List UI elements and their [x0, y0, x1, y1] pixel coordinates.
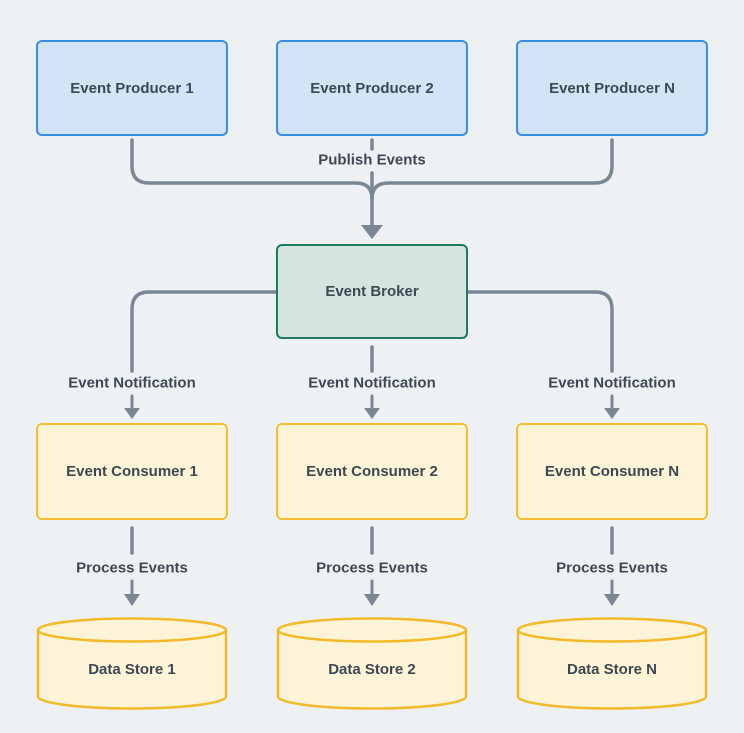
arrowhead-into-store1-icon — [124, 594, 140, 606]
node-data-store-2: Data Store 2 — [276, 616, 468, 712]
arrowhead-into-consumer1-icon — [124, 408, 140, 419]
arrowhead-into-consumer2-icon — [364, 408, 380, 419]
label-publish-events: Publish Events — [318, 151, 426, 169]
node-data-store-n: Data Store N — [516, 616, 708, 712]
edge-producer1-to-broker — [130, 138, 374, 201]
node-event-producer-n: Event Producer N — [516, 40, 708, 136]
node-event-consumer-1: Event Consumer 1 — [36, 423, 228, 520]
label-process-events-1: Process Events — [76, 559, 188, 577]
data-store-label: Data Store N — [566, 660, 658, 678]
cylinder-shape-icon — [516, 617, 708, 710]
arrowhead-into-broker-icon — [361, 225, 383, 239]
arrowhead-into-storeN-icon — [604, 594, 620, 606]
node-data-store-1: Data Store 1 — [36, 616, 228, 712]
node-event-producer-1: Event Producer 1 — [36, 40, 228, 136]
arrowhead-into-consumerN-icon — [604, 408, 620, 419]
label-event-notification-1: Event Notification — [68, 374, 196, 392]
data-store-label: Data Store 2 — [328, 660, 416, 678]
edge-producerN-to-broker — [370, 138, 614, 201]
cylinder-shape-icon — [36, 617, 228, 710]
node-event-producer-2: Event Producer 2 — [276, 40, 468, 136]
node-event-broker: Event Broker — [276, 244, 468, 339]
label-event-notification-2: Event Notification — [308, 374, 436, 392]
edge-broker-to-consumerN — [466, 290, 614, 373]
node-event-consumer-2: Event Consumer 2 — [276, 423, 468, 520]
arrowhead-into-store2-icon — [364, 594, 380, 606]
cylinder-shape-icon — [276, 617, 468, 710]
label-process-events-2: Process Events — [316, 559, 428, 577]
data-store-label: Data Store 1 — [88, 660, 176, 678]
node-event-consumer-n: Event Consumer N — [516, 423, 708, 520]
edge-broker-to-consumer1 — [130, 290, 278, 373]
label-process-events-3: Process Events — [556, 559, 668, 577]
label-event-notification-3: Event Notification — [548, 374, 676, 392]
